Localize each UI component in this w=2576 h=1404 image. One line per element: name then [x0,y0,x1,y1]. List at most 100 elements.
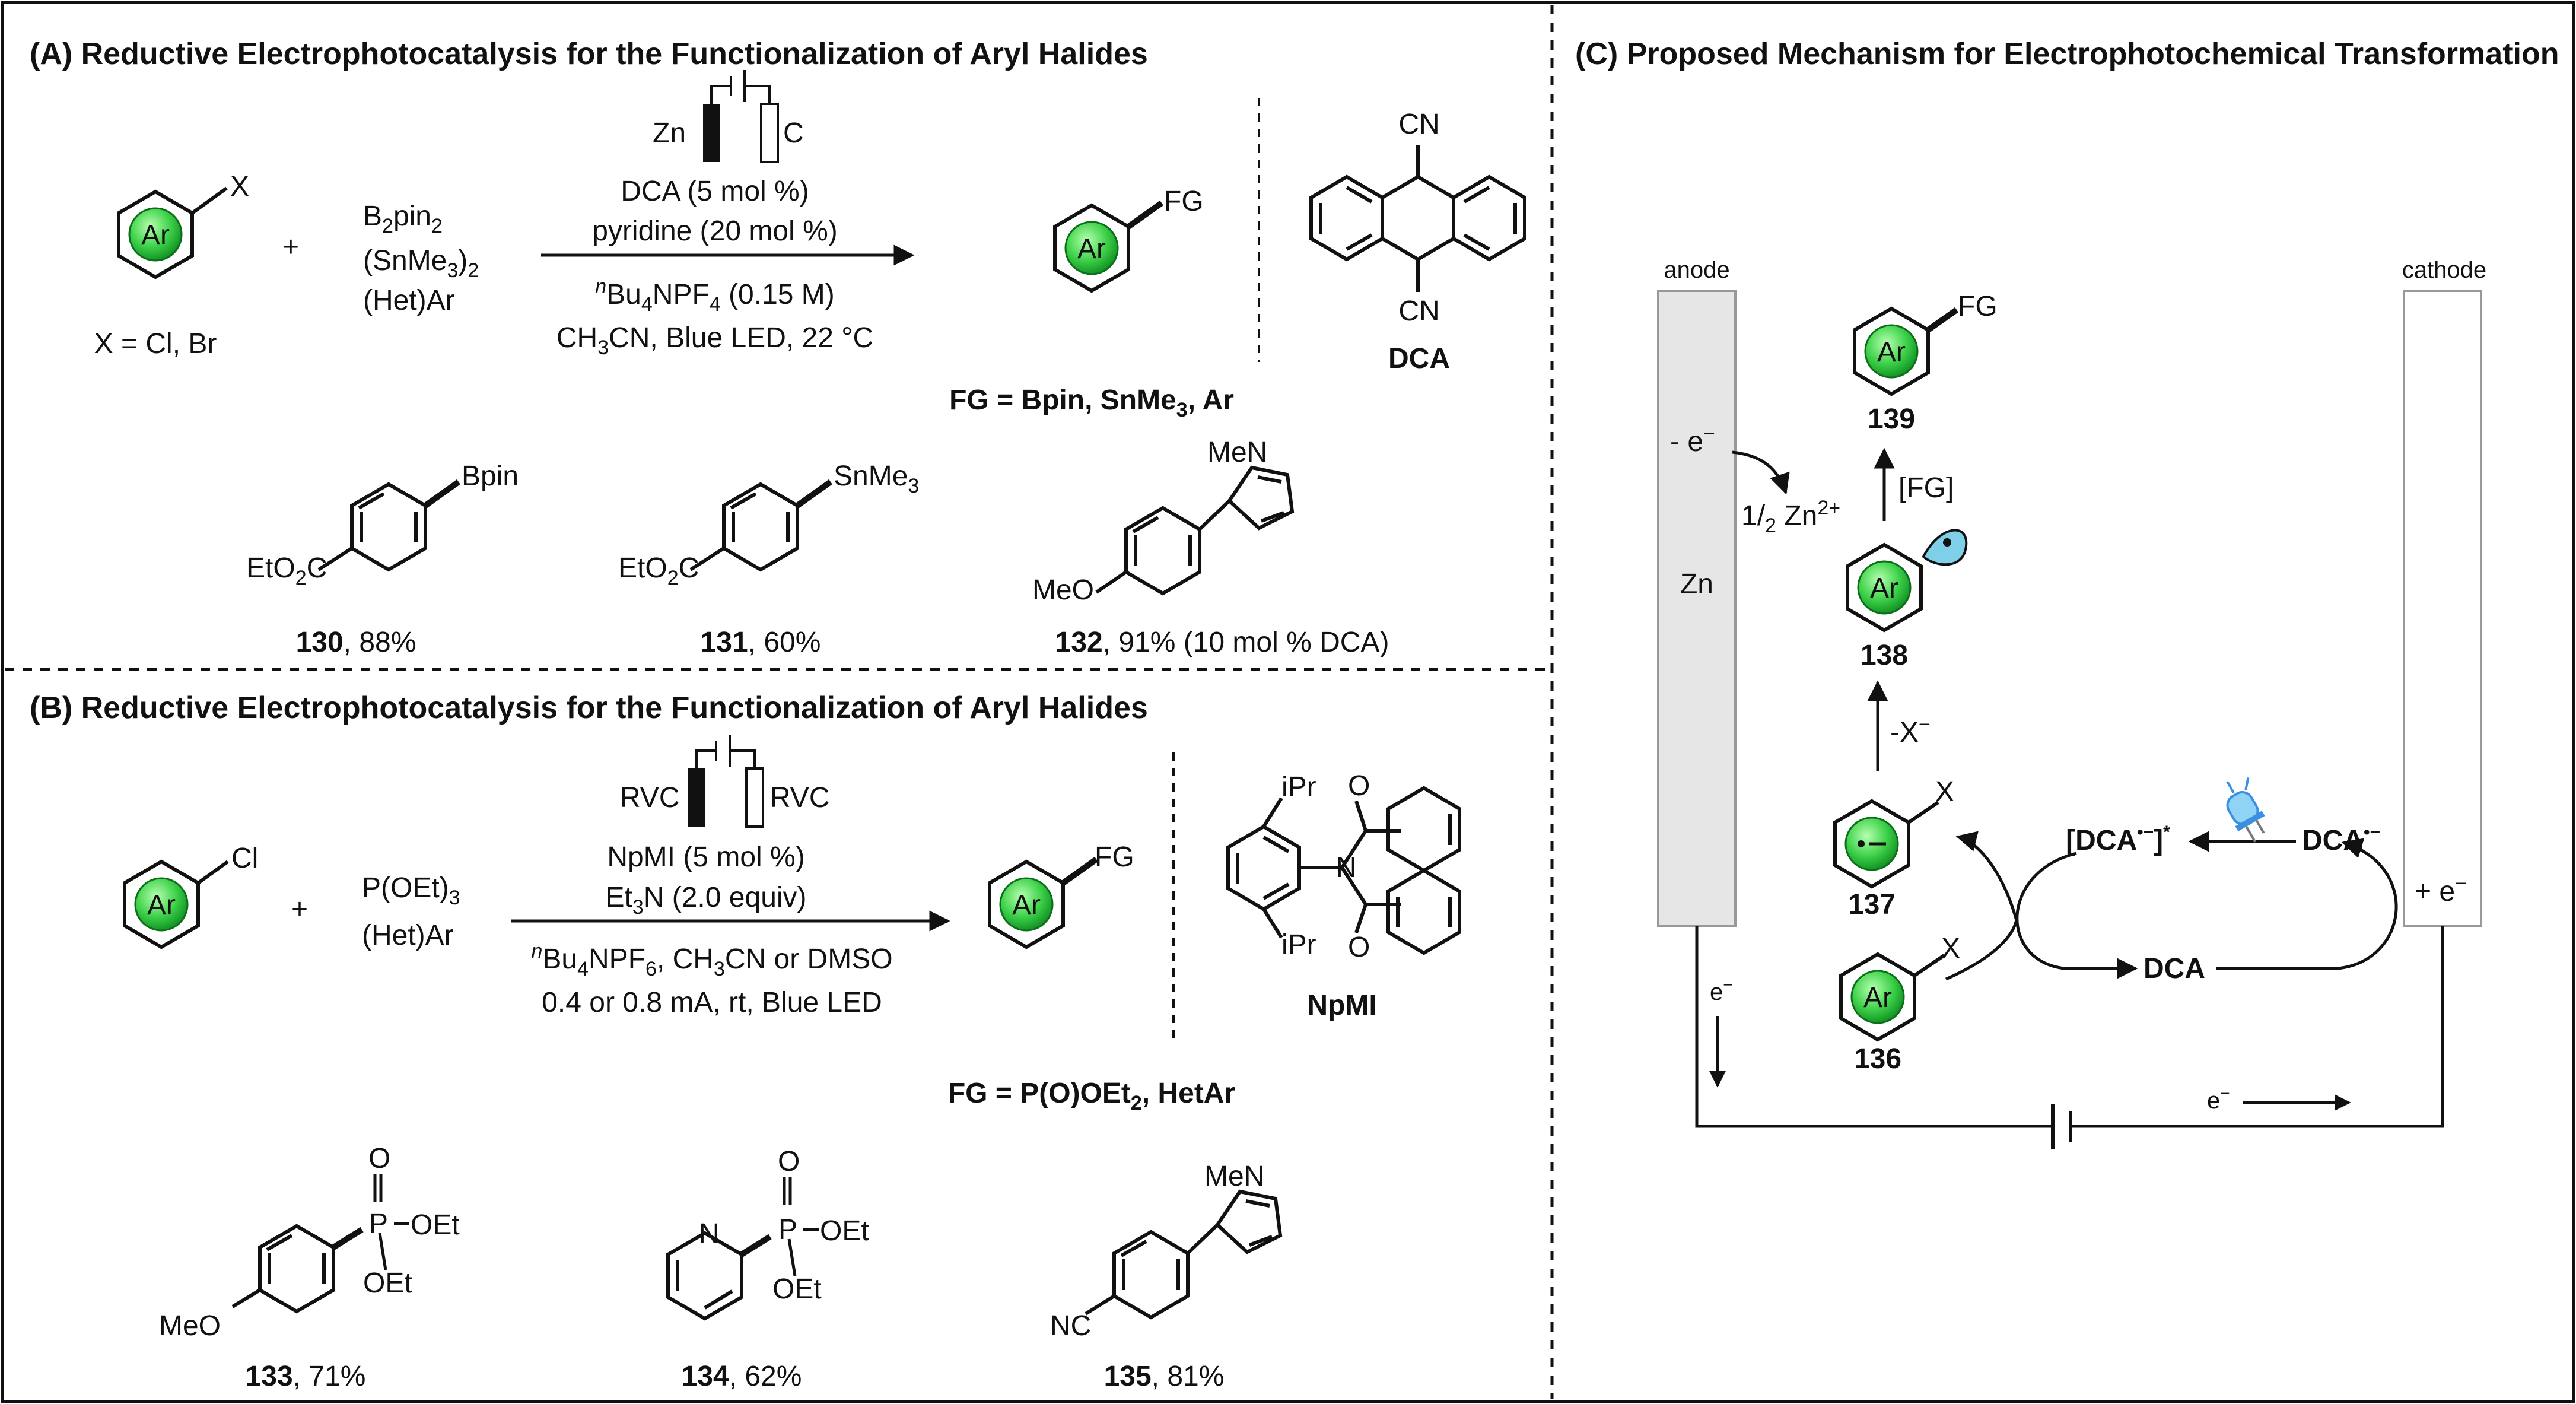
radical-anion-137-x: X [1935,776,1954,808]
product-139-number: 139 [1868,404,1915,435]
panel-a-title: (A) Reductive Electrophotocatalysis for … [30,37,1148,71]
panel-a-product-fg: FG [1164,186,1204,217]
panel-a-reagent-snme3: (SnMe3)2 [363,245,479,282]
panel-a-electrochemical-cell: Zn C [653,70,804,163]
cycle-left-arc [2015,852,2138,979]
external-wire [1695,926,2053,1128]
example-130-ester: EtO2C [246,552,327,589]
panel-a-condition-solvent: CH3CN, Blue LED, 22 °C [556,322,873,359]
panel-a-condition-electrolyte: nBu4NPF4 (0.15 M) [595,275,835,316]
panel-a-substrate: Ar [119,186,228,277]
dca-cn-top: CN [1398,109,1439,140]
excited-dca: [DCA•−]* [2066,822,2170,856]
example-134-caption: 134, 62% [682,1361,802,1392]
example-133-caption: 133, 71% [246,1361,366,1392]
radical-138-ring-label: Ar [1870,573,1898,604]
npmi-n: N [1336,852,1357,884]
example-133: O P OEt OEt MeO 133, 71% [159,1143,460,1392]
radical-anion-137 [1833,799,1939,889]
panel-a-product-ring-label: Ar [1077,233,1106,265]
panel-a-condition-catalyst: DCA (5 mol %) [621,176,809,207]
dca-radical-anion: DCA•− [2302,822,2380,856]
example-130-bpin: Bpin [462,460,519,492]
radical-138: Ar [1847,529,1968,630]
panel-a-reagent-b2pin2: B2pin2 [363,201,443,237]
anode-metal: Zn [1680,568,1713,600]
npmi-o-top: O [1348,770,1370,802]
blue-led-icon [2226,777,2265,843]
set-arc-upper [1955,831,2019,923]
panel-a-product: Ar [1055,200,1163,291]
npmi-ipr-bottom: iPr [1281,929,1316,961]
dca-cn-bottom: CN [1398,296,1439,327]
dca-ground: DCA [2144,953,2205,984]
example-130: Bpin EtO2C 130, 88% [246,460,519,658]
panel-b-condition-catalyst: NpMI (5 mol %) [607,841,804,873]
substrate-136: Ar [1841,954,1945,1040]
panel-b-product-fg: FG [1095,841,1134,873]
npmi-name: NpMI [1307,990,1376,1021]
panel-b-electrode-right: RVC [770,782,829,814]
example-133-o: O [368,1143,390,1174]
example-132: MeN MeO 132, 91% (10 mol % DCA) [1032,437,1389,658]
panel-a-electrode-left: Zn [653,117,686,149]
example-135-men: MeN [1204,1161,1264,1192]
fg-step-label: [FG] [1898,472,1954,504]
cycle-right-arc [2216,838,2398,970]
panel-b: (B) Reductive Electrophotocatalysis for … [30,691,1461,1392]
example-132-caption: 132, 91% (10 mol % DCA) [1055,627,1389,658]
panel-a-fg-definition: FG = Bpin, SnMe3, Ar [949,385,1234,421]
panel-b-reagent-hetar: (Het)Ar [362,920,454,951]
panel-a-substrate-ring-label: Ar [141,220,170,251]
example-135: MeN NC 135, 81% [1050,1161,1283,1392]
radical-138-number: 138 [1861,640,1908,671]
dca-structure [1309,145,1526,292]
example-132-men: MeN [1207,437,1267,468]
panel-b-fg-definition: FG = P(O)OEt2, HetAr [948,1078,1235,1114]
panel-b-electrode-left: RVC [620,782,679,814]
panel-b-condition-current: 0.4 or 0.8 mA, rt, Blue LED [542,987,882,1018]
panel-a-reagent-hetar: (Het)Ar [363,285,455,316]
example-133-oet1: OEt [411,1209,460,1241]
panel-b-condition-base: Et3N (2.0 equiv) [605,882,806,919]
example-133-p: P [369,1208,388,1240]
panel-b-substrate-ring-label: Ar [147,890,176,921]
example-131-caption: 131, 60% [701,627,821,658]
cathode-electron: + e− [2415,872,2467,907]
panel-b-product-ring-label: Ar [1012,890,1041,921]
panel-a-substrate-x: X [230,171,249,202]
example-133-meo: MeO [159,1310,221,1342]
substrate-136-number: 136 [1854,1043,1901,1075]
example-135-caption: 135, 81% [1104,1361,1225,1392]
panel-a-substrate-note: X = Cl, Br [94,328,217,360]
cathode-label: cathode [2402,257,2486,283]
panel-a: (A) Reductive Electrophotocatalysis for … [30,37,1526,658]
panel-c: (C) Proposed Mechanism for Electrophotoc… [1575,37,2559,1149]
panel-b-product: Ar [990,856,1098,947]
example-130-caption: 130, 88% [296,627,416,658]
external-wire-right [2071,926,2444,1128]
example-134-n: N [699,1218,720,1250]
panel-b-plus: + [291,894,308,925]
example-134-p: P [778,1214,797,1246]
panel-c-title: (C) Proposed Mechanism for Electrophotoc… [1575,37,2559,71]
wire-electron-bottom: e− [2207,1084,2230,1114]
example-131-ester: EtO2C [618,552,699,589]
example-131: SnMe3 EtO2C 131, 60% [618,460,919,658]
panel-b-electrochemical-cell: RVC RVC [620,735,829,828]
halide-loss-label: -X− [1890,713,1931,748]
anode-electrode [1657,290,1737,927]
example-134-oet2: OEt [772,1273,822,1305]
npmi-ipr-top: iPr [1281,771,1316,803]
example-134-oet1: OEt [820,1215,869,1247]
zinc-release: 1/2 Zn2+ [1741,497,1840,537]
panel-b-substrate-cl: Cl [231,843,258,874]
anode-label: anode [1664,257,1729,283]
panel-b-substrate: Ar [125,862,229,947]
panel-b-condition-electrolyte: nBu4NPF6, CH3CN or DMSO [531,940,892,980]
product-139-ring-label: Ar [1877,336,1906,368]
npmi-o-bottom: O [1348,932,1370,963]
example-135-nc: NC [1050,1310,1091,1342]
